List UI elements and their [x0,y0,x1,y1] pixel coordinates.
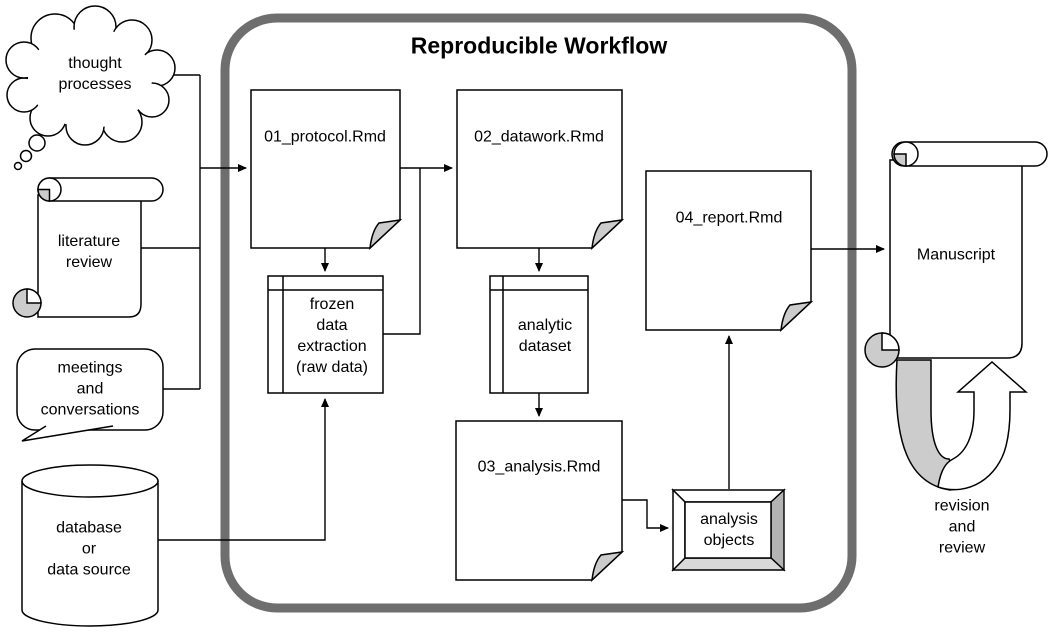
frozen-data-storage-shape [267,275,384,394]
connectors [141,74,885,541]
datawork-document-shape [456,89,625,250]
arrow-analysis-to-objects [622,499,669,532]
arrow-database-to-frozen [158,398,329,541]
revision-uturn-arrow-shape [895,359,1028,491]
thought-tail-bubble-3 [13,161,23,171]
thought-tail-bubble-1 [28,134,46,152]
analysis-folded-corner [591,550,625,582]
manuscript-scroll-shape [864,141,1048,368]
protocol-document-shape [250,89,403,250]
thought-tail-bubble-2 [19,149,33,163]
thought-cloud-shape [5,5,176,171]
protocol-folded-corner [369,218,403,250]
meetings-speech-bubble-shape [16,348,164,442]
analytic-dataset-storage-shape [489,275,589,394]
workflow-container-border [220,13,857,613]
report-document-shape [645,170,814,332]
report-folded-corner [780,300,814,332]
literature-review-scroll-shape [12,177,164,318]
database-cylinder-shape [21,464,159,627]
analysis-objects-frame-shape [671,488,786,572]
analysis-document-shape [455,420,625,582]
edge-frozen-to-datawork [383,168,421,335]
datawork-folded-corner [591,218,625,250]
